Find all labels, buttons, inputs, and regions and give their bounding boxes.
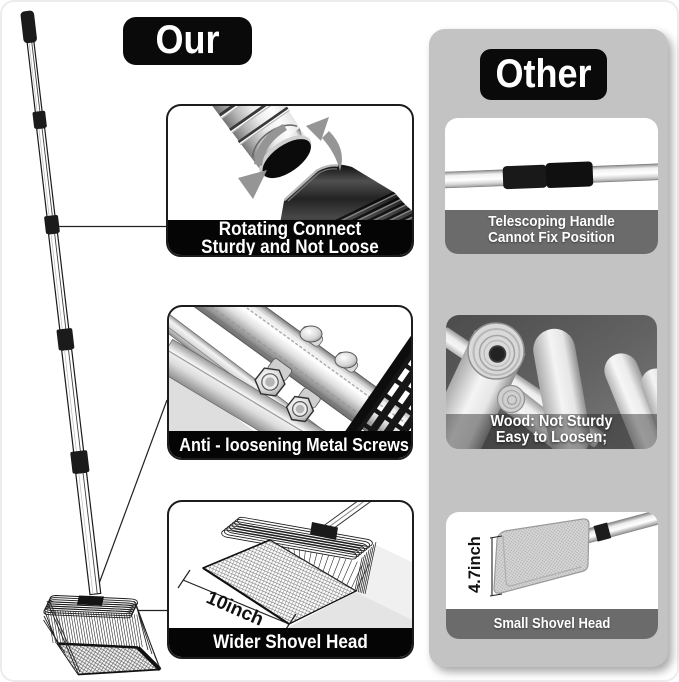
svg-text:4.7inch: 4.7inch — [466, 536, 484, 593]
